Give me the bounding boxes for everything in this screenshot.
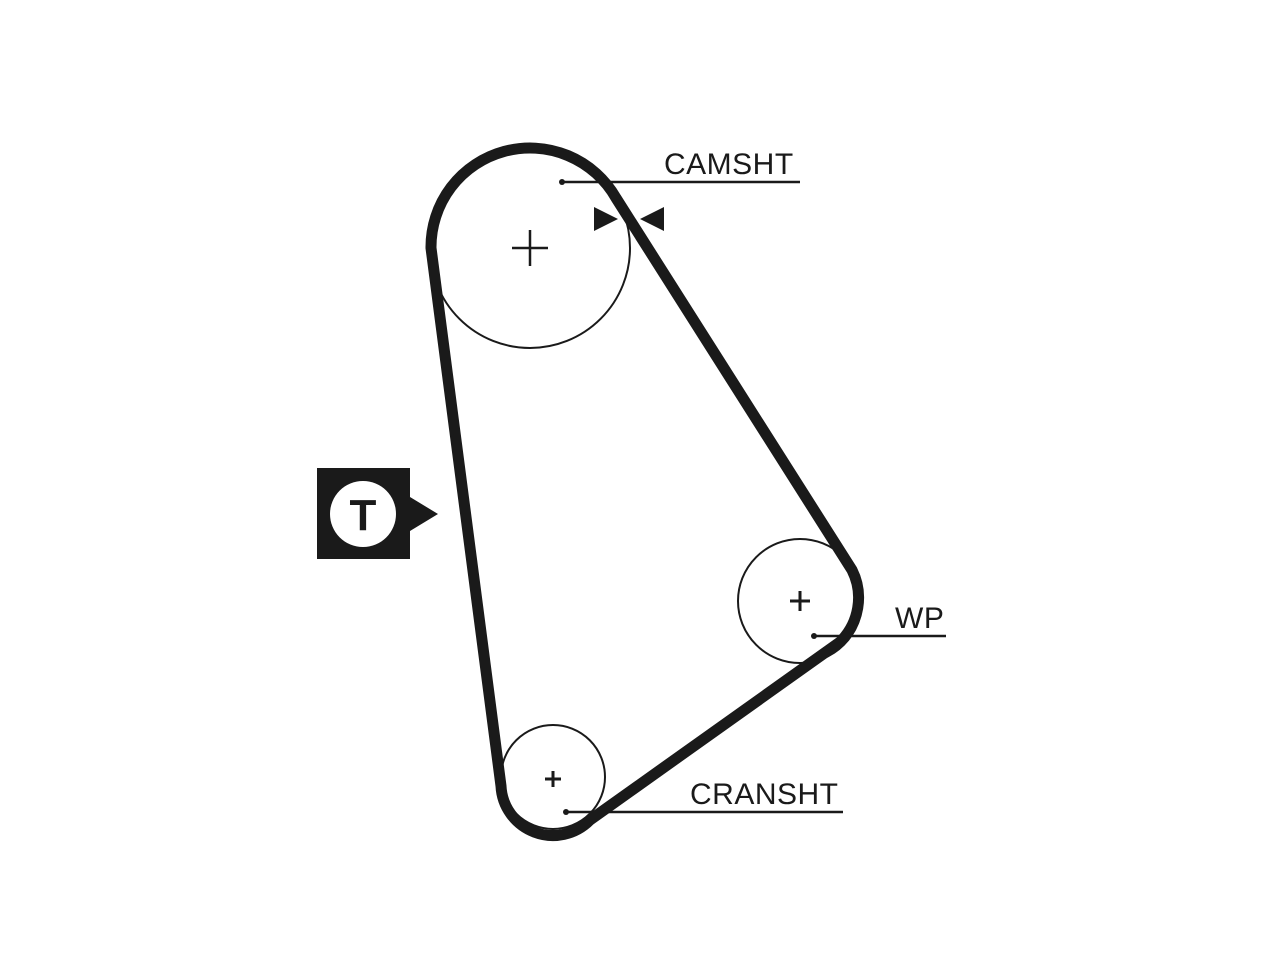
timing-belt (425, 142, 865, 842)
timing-mark-arrows (594, 207, 664, 231)
camshaft-center-mark (512, 230, 548, 266)
tensioner-marker-circle (330, 481, 396, 547)
water-pump-center-mark (790, 591, 810, 611)
tensioner-marker: T (317, 468, 438, 559)
camshaft-label: CAMSHT (664, 148, 794, 181)
timing-mark-right-arrow (640, 207, 664, 231)
water-pump-label: WP (895, 602, 944, 635)
timing-mark-left-arrow (594, 207, 618, 231)
crankshaft-label: CRANSHT (690, 778, 839, 811)
crankshaft-leader (563, 809, 843, 815)
tensioner-marker-letter: T (350, 491, 377, 540)
crankshaft-center-mark (545, 771, 561, 787)
camshaft-leader (559, 179, 800, 185)
water-pump-leader (811, 633, 946, 639)
